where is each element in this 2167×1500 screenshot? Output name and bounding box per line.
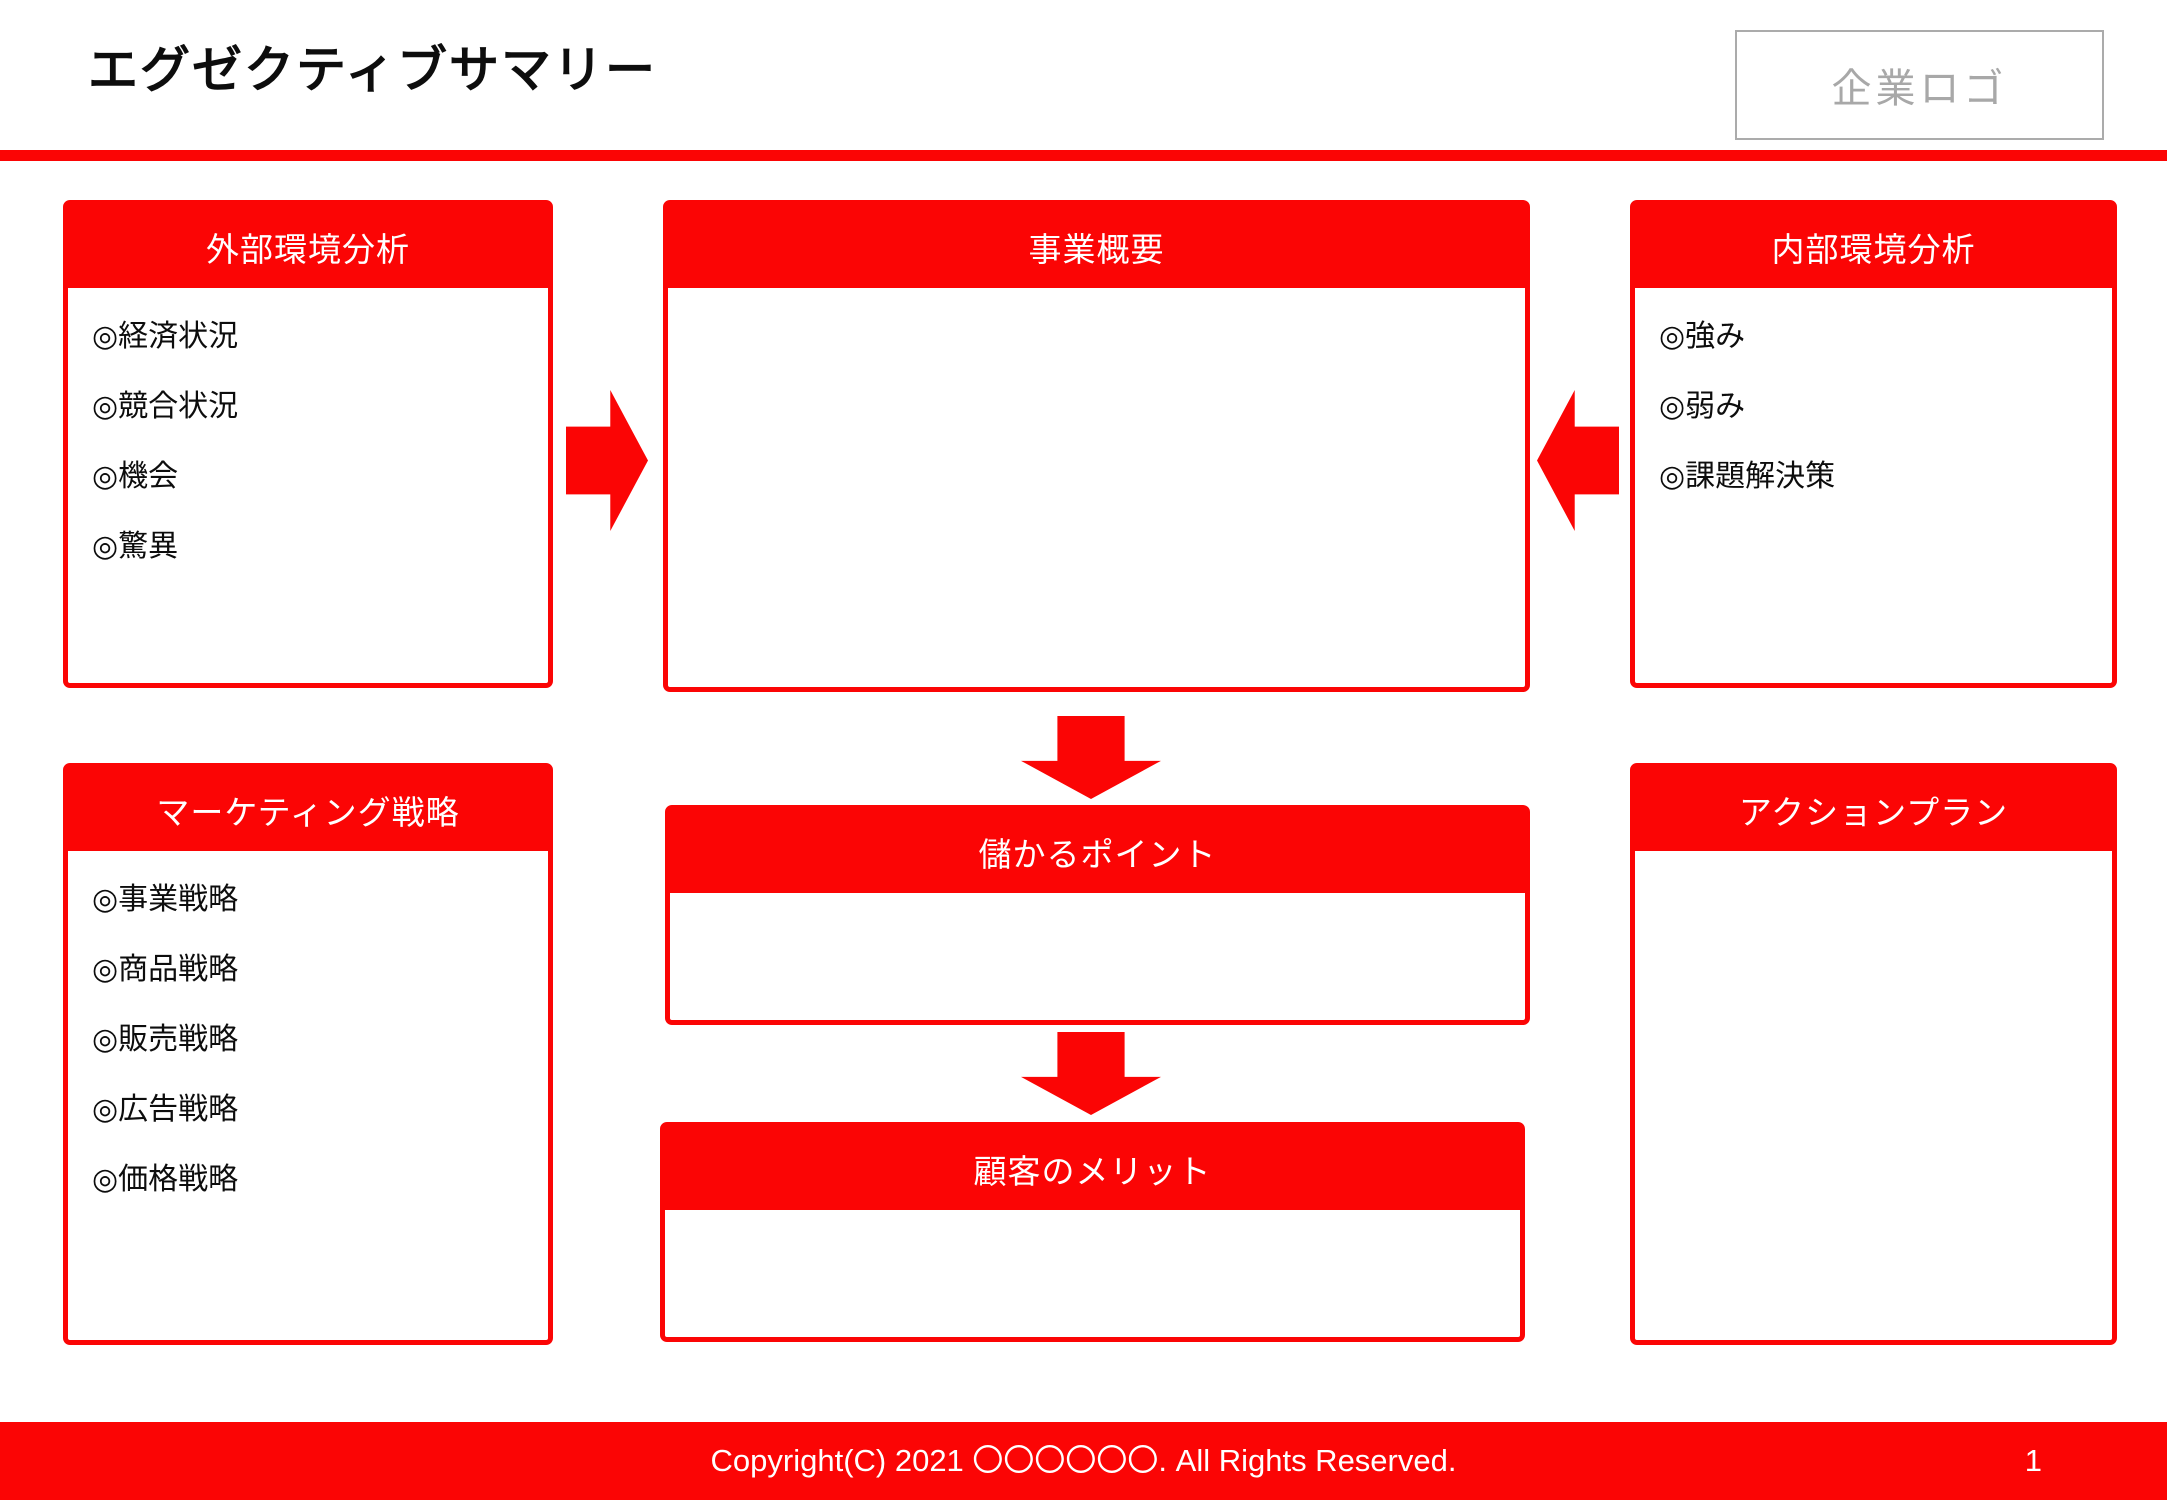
copyright-text: Copyright(C) 2021 〇〇〇〇〇〇. All Rights Res… xyxy=(710,1443,1457,1478)
list-item: ◎競合状況 xyxy=(92,390,239,423)
company-logo-placeholder: 企業ロゴ xyxy=(1735,30,2104,140)
list-item: ◎強み xyxy=(1659,320,1746,353)
panel-internal-analysis-title: 内部環境分析 xyxy=(1635,205,2112,288)
panel-customer-merit-title: 顧客のメリット xyxy=(665,1127,1520,1210)
footer-bar: Copyright(C) 2021 〇〇〇〇〇〇. All Rights Res… xyxy=(0,1422,2167,1500)
panel-business-overview-title: 事業概要 xyxy=(668,205,1525,288)
list-item: ◎価格戦略 xyxy=(92,1163,239,1196)
panel-profit-points: 儲かるポイント xyxy=(665,805,1530,1025)
panel-internal-analysis: 内部環境分析 ◎強み ◎弱み ◎課題解決策 xyxy=(1630,200,2117,688)
list-item: ◎事業戦略 xyxy=(92,883,239,916)
panel-profit-points-title: 儲かるポイント xyxy=(670,810,1525,893)
page-title: エグゼクティブサマリー xyxy=(88,42,657,98)
panel-external-analysis-items: ◎経済状況 ◎競合状況 ◎機会 ◎驚異 xyxy=(68,288,548,582)
panel-business-overview: 事業概要 xyxy=(663,200,1530,692)
list-item: ◎課題解決策 xyxy=(1659,460,1836,493)
list-item: ◎驚異 xyxy=(92,530,179,563)
page-number: 1 xyxy=(2024,1443,2042,1478)
panel-external-analysis: 外部環境分析 ◎経済状況 ◎競合状況 ◎機会 ◎驚異 xyxy=(63,200,553,688)
arrow-left-icon xyxy=(1537,390,1619,531)
header-divider xyxy=(0,150,2167,161)
panel-marketing-strategy: マーケティング戦略 ◎事業戦略 ◎商品戦略 ◎販売戦略 ◎広告戦略 ◎価格戦略 xyxy=(63,763,553,1345)
panel-action-plan-title: アクションプラン xyxy=(1635,768,2112,851)
panel-customer-merit: 顧客のメリット xyxy=(660,1122,1525,1342)
list-item: ◎経済状況 xyxy=(92,320,239,353)
arrow-right-icon xyxy=(566,390,648,531)
panel-marketing-strategy-title: マーケティング戦略 xyxy=(68,768,548,851)
panel-external-analysis-title: 外部環境分析 xyxy=(68,205,548,288)
panel-internal-analysis-items: ◎強み ◎弱み ◎課題解決策 xyxy=(1635,288,2112,512)
panel-marketing-strategy-items: ◎事業戦略 ◎商品戦略 ◎販売戦略 ◎広告戦略 ◎価格戦略 xyxy=(68,851,548,1215)
panel-action-plan: アクションプラン xyxy=(1630,763,2117,1345)
list-item: ◎広告戦略 xyxy=(92,1093,239,1126)
company-logo-label: 企業ロゴ xyxy=(1831,67,2008,111)
arrow-down-icon xyxy=(1021,716,1161,799)
list-item: ◎商品戦略 xyxy=(92,953,239,986)
list-item: ◎機会 xyxy=(92,460,179,493)
list-item: ◎販売戦略 xyxy=(92,1023,239,1056)
list-item: ◎弱み xyxy=(1659,390,1746,423)
arrow-down-icon xyxy=(1021,1032,1161,1115)
